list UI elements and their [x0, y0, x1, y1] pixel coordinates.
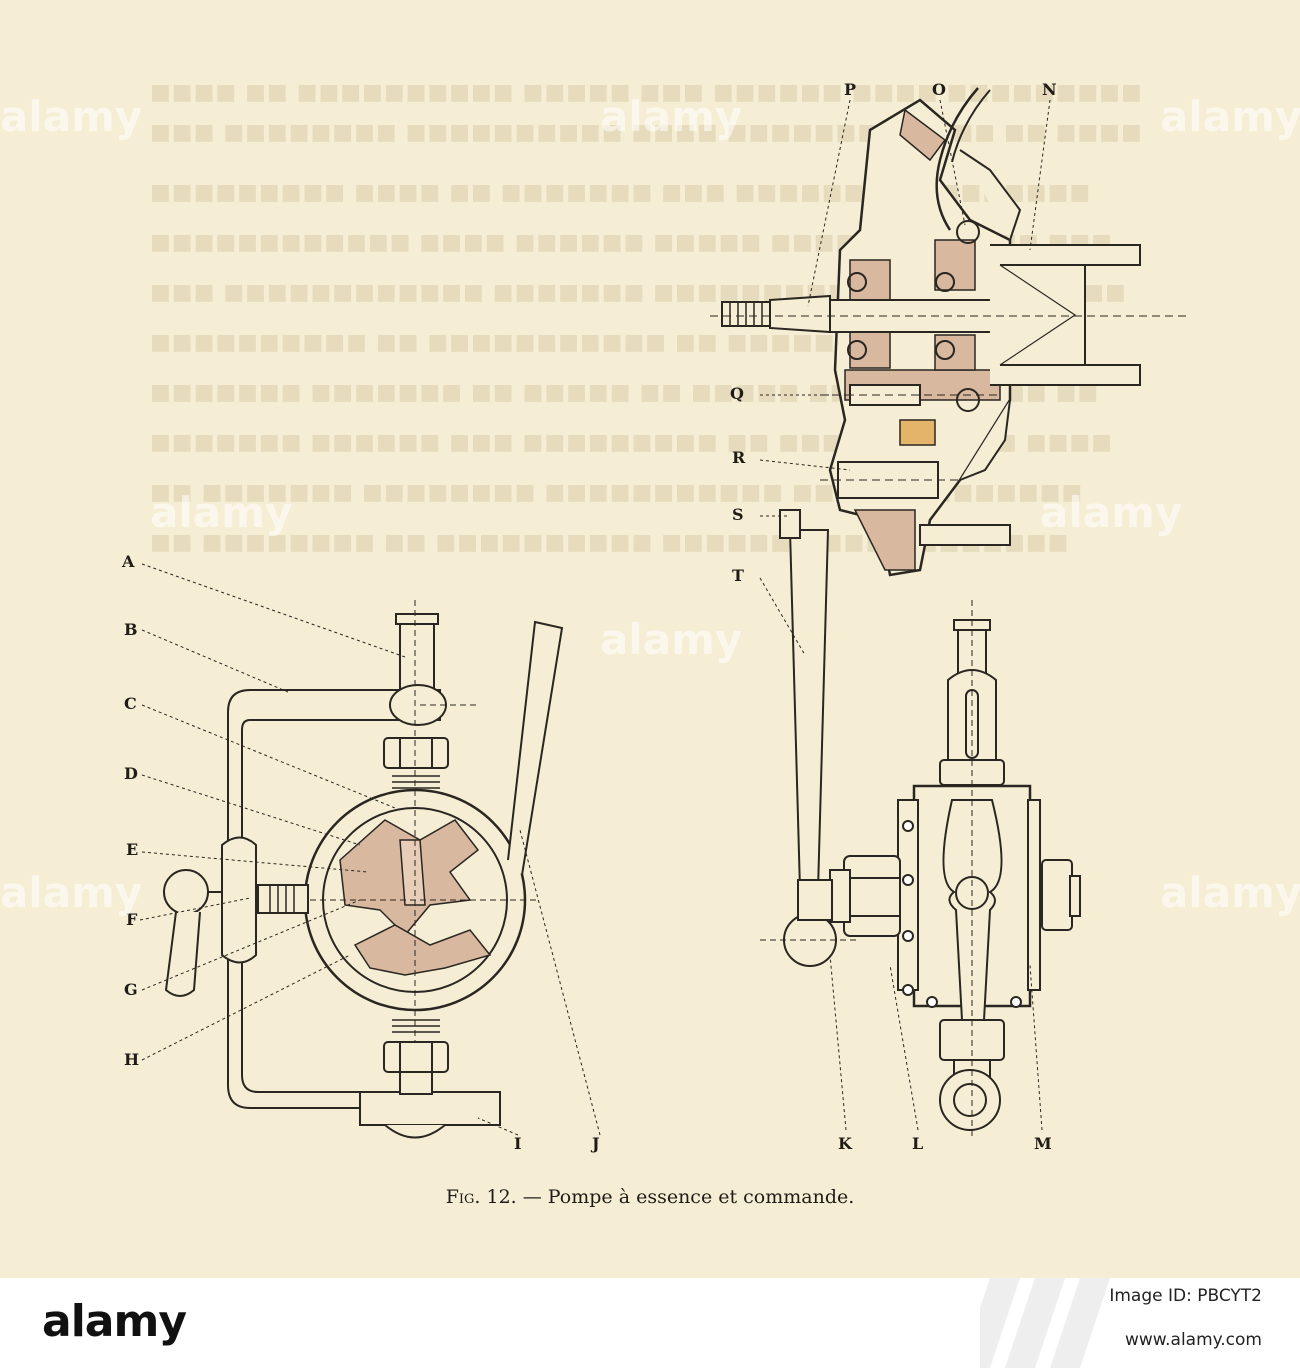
label-o: O [932, 80, 946, 99]
logo-stripes [980, 1278, 1110, 1368]
label-d: D [124, 764, 138, 783]
site-url: www.alamy.com [1124, 1330, 1262, 1350]
label-p: P [844, 80, 857, 99]
label-c: C [124, 694, 137, 713]
label-i: I [514, 1134, 522, 1153]
fuel-pump-drawing [139, 87, 1190, 1140]
label-r: R [732, 448, 746, 467]
alamy-logo: alamy [42, 1296, 187, 1347]
pump-right-view [760, 509, 1081, 1140]
label-k: K [838, 1134, 852, 1153]
label-a: A [122, 552, 135, 571]
figure-caption: Fig. 12. — Pompe à essence et commande. [0, 1186, 1300, 1208]
watermark-brand: alamy [600, 92, 743, 141]
caption-figure-number: Fig. 12. [445, 1186, 517, 1208]
pump-left-view [163, 600, 564, 1140]
label-n: N [1042, 80, 1057, 99]
caption-text: — Pompe à essence et commande. [516, 1186, 855, 1208]
label-g: G [124, 980, 138, 999]
image-id: Image ID: PBCYT2 [1109, 1286, 1262, 1306]
drive-assembly [710, 87, 1190, 577]
label-t: T [732, 566, 744, 585]
watermark-brand: alamy [150, 488, 293, 537]
watermark-brand: alamy [600, 615, 743, 664]
label-h: H [124, 1050, 140, 1069]
label-q: Q [730, 384, 744, 403]
label-m: M [1034, 1134, 1052, 1153]
label-j: J [592, 1134, 600, 1153]
watermark-brand: alamy [0, 868, 143, 917]
label-f: F [126, 910, 138, 929]
label-l: L [912, 1134, 924, 1153]
watermark-brand: alamy [1160, 868, 1300, 917]
watermark-brand: alamy [1160, 92, 1300, 141]
watermark-brand: alamy [1040, 488, 1183, 537]
watermark-brand: alamy [0, 92, 143, 141]
leader-lines [139, 99, 1051, 1136]
label-b: B [124, 620, 138, 639]
label-s: S [732, 505, 744, 524]
label-e: E [126, 840, 139, 859]
book-page: ■■■■ ■■ ■■■■■■■■■■ ■■■■■ ■■■ ■■■■■■ ■■■■… [0, 80, 1300, 1208]
